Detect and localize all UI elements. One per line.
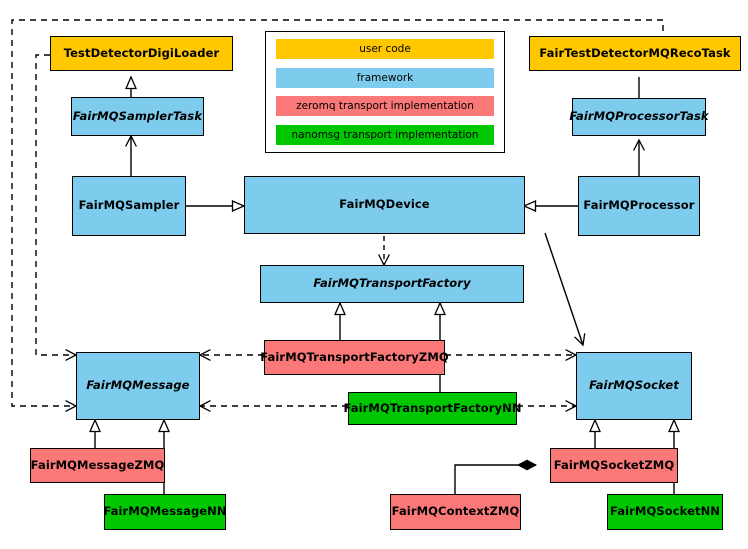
node-fair-mq-context-zmq[interactable]: FairMQContextZMQ [390, 494, 521, 530]
node-fair-mq-transport-factory-zmq[interactable]: FairMQTransportFactoryZMQ [260, 340, 449, 375]
node-fair-mq-transport-factory-nn[interactable]: FairMQTransportFactoryNN [343, 392, 521, 425]
node-label: TestDetectorDigiLoader [63, 45, 220, 60]
node-label: FairMQSocketZMQ [553, 457, 675, 472]
node-fair-mq-socket-zmq[interactable]: FairMQSocketZMQ [550, 448, 678, 483]
node-label: FairMQTransportFactoryZMQ [260, 349, 449, 364]
node-fair-mq-processor[interactable]: FairMQProcessor [578, 176, 700, 236]
node-fair-mq-processor-task[interactable]: FairMQProcessorTask [569, 98, 709, 136]
node-label: FairMQProcessorTask [569, 109, 709, 124]
node-fair-mq-device[interactable]: FairMQDevice [244, 176, 525, 234]
node-label: FairMQMessageZMQ [30, 457, 165, 472]
legend-item-user-code: user code [276, 39, 494, 59]
legend-panel: user code framework zeromq transport imp… [265, 31, 505, 153]
node-fair-mq-message-zmq[interactable]: FairMQMessageZMQ [30, 448, 165, 483]
node-fair-mq-transport-factory[interactable]: FairMQTransportFactory [260, 265, 524, 303]
legend-label: framework [356, 71, 414, 84]
node-fair-mq-socket[interactable]: FairMQSocket [576, 352, 692, 420]
edge-device-socket [544, 232, 586, 347]
node-fair-mq-socket-nn[interactable]: FairMQSocketNN [607, 494, 723, 530]
node-test-detector-digi-loader[interactable]: TestDetectorDigiLoader [50, 36, 233, 71]
node-label: FairMQMessageNN [103, 504, 227, 519]
node-label: FairMQProcessor [583, 198, 695, 213]
legend-label: nanomsg transport implementation [291, 128, 479, 141]
node-fair-mq-message[interactable]: FairMQMessage [76, 352, 200, 420]
node-label: FairMQContextZMQ [391, 504, 520, 519]
node-label: FairMQSamplerTask [72, 108, 203, 123]
node-label: FairMQSampler [78, 198, 180, 213]
legend-label: user code [359, 43, 411, 55]
node-label: FairTestDetectorMQRecoTask [539, 45, 731, 60]
node-label: FairMQTransportFactoryNN [343, 400, 522, 415]
edge-contextzmq-socketzmq [454, 465, 536, 494]
legend-label: zeromq transport implementation [296, 100, 474, 113]
node-label: FairMQTransportFactory [313, 276, 471, 291]
node-label: FairMQSocket [589, 378, 679, 393]
node-label: FairMQMessage [86, 378, 190, 393]
node-fair-mq-sampler[interactable]: FairMQSampler [72, 176, 186, 236]
node-fair-mq-sampler-task[interactable]: FairMQSamplerTask [71, 97, 204, 136]
legend-item-zeromq: zeromq transport implementation [276, 96, 494, 117]
node-fair-test-detector-mq-reco-task[interactable]: FairTestDetectorMQRecoTask [529, 36, 741, 71]
node-label: FairMQSocketNN [609, 504, 721, 519]
legend-item-nanomsg: nanomsg transport implementation [276, 124, 494, 145]
legend-item-framework: framework [276, 67, 494, 88]
node-label: FairMQDevice [339, 197, 430, 212]
node-fair-mq-message-nn[interactable]: FairMQMessageNN [103, 494, 227, 530]
